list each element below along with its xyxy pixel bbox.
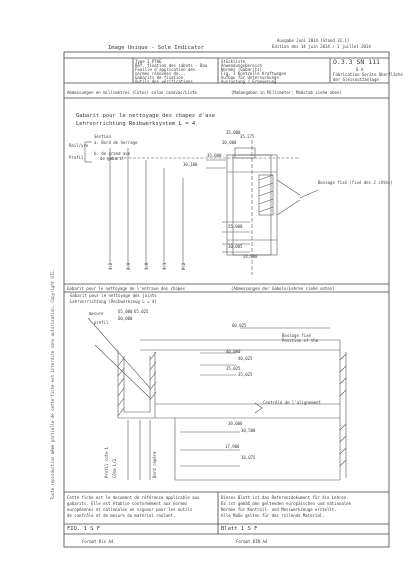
footer-left-line: gabarits. Elle est établie conformément … — [67, 501, 188, 506]
upper-vertical-dim: 2.0 — [126, 262, 131, 270]
header-mid-line: Fig. 1 Kontrolle Kraftwagen — [221, 71, 287, 76]
lower-dim: 40,025 — [238, 356, 253, 361]
lower-dim: 65,025 — [134, 309, 149, 314]
footer-right-line: Dieses Blatt ist das Referenzdokument fü… — [221, 495, 349, 500]
dimensions-note-fr: Abmessungen en millimètres (Cotes) selon… — [67, 90, 198, 95]
header-left-line: Type 1 PTHE — [135, 59, 162, 64]
lower-vertical-label: Côte L/2 — [112, 458, 117, 478]
lower-title-1: Gabarit pour le nettoyage de l'entraxe d… — [67, 286, 186, 291]
header-mid-line: Normes (Gabarits) — [221, 67, 262, 72]
upper-vertical-dim: 1.8 — [144, 262, 149, 270]
lower-callout: Bossage fixé — [282, 333, 311, 338]
header-mid-line: Anwendungsbereich — [221, 63, 262, 68]
format-right: Format DIN A4 — [236, 539, 268, 544]
header-right-line: der Gleisnutzanlage — [333, 77, 379, 82]
upper-label: de gabarit — [100, 156, 125, 161]
profile-label: Profil — [69, 155, 84, 160]
lower-dim: 65,000 — [118, 309, 133, 314]
dimensions-note-de: (Maßangaben in Millimeter; Maßstab siehe… — [231, 90, 342, 95]
upper-vertical-dim: 1.1 — [162, 262, 167, 270]
header-mid-line: Stückliste — [221, 59, 246, 64]
lower-vertical-label: Bord repère — [152, 451, 157, 479]
upper-title-de: Lehrvorrichtung Reibwerksystem L = 4 — [76, 121, 196, 127]
lower-right-title: (Abmessungen der Gabeln/Lehren siehe unt… — [231, 286, 335, 291]
upper-dim: 30,005 — [228, 244, 243, 249]
copyright-margin-note: Toute reproduction même partielle de cet… — [50, 268, 55, 500]
mesure-label: mesure — [89, 311, 104, 316]
header-right-line: Fabrication Geräte Oberfläche — [333, 72, 403, 77]
upper-dim: 25,000 — [228, 224, 243, 229]
document-heading: Image Unique - Sole Indicator — [108, 45, 205, 51]
upper-label: Section — [94, 134, 111, 139]
header-left-line: Réf. fixation des sabots - Bau — [135, 63, 208, 68]
lower-dim: 60,000 — [118, 316, 133, 321]
lower-callout: Position of the — [282, 338, 319, 343]
lower-dim: 35,025 — [238, 372, 253, 377]
page-id-right: Blatt 1 S F — [221, 526, 258, 532]
lower-dim: 30,000 — [228, 421, 243, 426]
upper-dim: 30,000 — [222, 140, 237, 145]
upper-vertical-dim: 1.2 — [108, 262, 113, 270]
lower-dim: 30,500 — [241, 428, 256, 433]
footer-left-line: européennes et nationales en vigueur pou… — [67, 507, 193, 512]
edition-line-2: Edition des 14 juin 2014 / 1 juillet 201… — [272, 44, 371, 49]
header-mid-line: Aufbau für Untersuchungs- — [221, 75, 282, 80]
header-mid-line: Ausrüstung / Erneuerung — [221, 79, 277, 84]
upper-callout: Bossage fixé (fixé des 2 côtés) — [318, 180, 393, 185]
lower-title-3: Lehrvorrichtung (Reibwerkzeug L = 4) — [70, 299, 157, 304]
footer-right-line: Alle Maße gelten für das rollende Materi… — [221, 513, 325, 518]
lower-dim: 60,025 — [232, 323, 247, 328]
profil-label: profil — [94, 320, 109, 325]
upper-dim: 35,000 — [226, 130, 241, 135]
lower-dim: 18,075 — [241, 455, 256, 460]
footer-right-line: Es ist gemäß den geltenden europäischen … — [221, 501, 352, 506]
upper-dim: 35,275 — [240, 134, 255, 139]
header-left-line: Feuille d'application des — [135, 67, 196, 72]
header-left-line: Outils des vérifications — [135, 79, 193, 84]
document-number: O.3.3 SN 111 — [333, 58, 380, 66]
lower-dim: 17,900 — [225, 444, 240, 449]
upper-title-fr: Gabarit pour le nettoyage des chapes d'a… — [76, 113, 216, 119]
upper-dim: 30,100 — [183, 162, 198, 167]
header-right-line: 6 A — [356, 67, 364, 72]
footer-right-line: Normen für Kontroll- und Messwerkzeuge e… — [221, 507, 337, 512]
upper-label: a. Bord de Serrage — [94, 140, 138, 145]
lower-title-2: Gabarit pour le nettoyage des joints — [70, 293, 157, 298]
footer-left-line: Cette fiche est le document de référence… — [67, 495, 200, 500]
footer-left-line: de contrôle et de mesure du matériel rou… — [67, 513, 176, 518]
upper-vertical-dim: 0.2 — [181, 262, 186, 270]
rail-label: Rail/ure — [69, 143, 89, 148]
lower-dim: 35,025 — [226, 366, 241, 371]
page-id-left: FIQ. 1 S F — [67, 526, 101, 532]
header-left-line: Gabarits de fixation — [135, 75, 184, 80]
header-left-line: normes rénovées de... — [135, 71, 186, 76]
lower-vertical-label: Profil cote L — [104, 446, 109, 478]
upper-dim: 35,000 — [207, 153, 222, 158]
edition-line-1: Ausgabe Juni 2014 (Stand 31.1) — [277, 38, 350, 43]
upper-dim: 24,900 — [243, 254, 258, 259]
format-left: Format Din A4 — [82, 539, 114, 544]
lower-dim: 40,000 — [226, 349, 241, 354]
upper-label: b. de grand ave — [94, 151, 131, 156]
alignment-note: Contrôle de l'alignement — [263, 400, 321, 405]
